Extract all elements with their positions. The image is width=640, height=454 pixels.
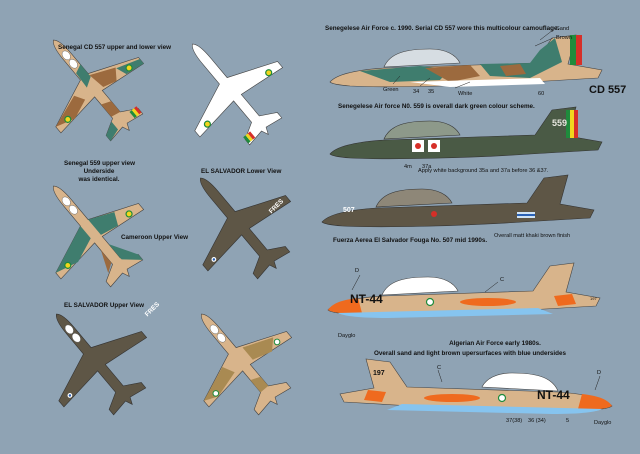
caption-senegal-559-line1: Senegal 559 upper view xyxy=(64,160,136,167)
caption-cameroon: Cameroon Upper View xyxy=(121,234,189,241)
note-white-background: Apply white background 35a and 37a befor… xyxy=(418,168,549,174)
caption-el-salvador-lower: EL SALVADOR Lower View xyxy=(201,168,282,175)
marking-nt44-bottom: NT-44 xyxy=(537,388,570,402)
caption-senegal-559-line2: Underside xyxy=(83,168,115,175)
caption-senegal-559-line3: was identical. xyxy=(78,176,120,183)
callout-37-38: 37(38) xyxy=(506,418,523,424)
marking-serial-507: 507 xyxy=(343,207,355,214)
callout-green: Green xyxy=(383,87,399,93)
profile-el-salvador-507 xyxy=(321,174,595,228)
profile-senegal-559 xyxy=(329,106,603,160)
profile-algeria-lower xyxy=(339,358,613,414)
caption-el-salvador-upper: EL SALVADOR Upper View xyxy=(64,302,145,309)
plan-view-senegal-559-upper xyxy=(11,150,172,312)
profile-algeria-upper xyxy=(327,262,601,318)
plan-view-senegal-557-lower xyxy=(150,8,311,170)
callout-37a: 37a xyxy=(422,164,432,170)
plan-view-el-salvador-lower xyxy=(158,142,319,304)
callout-36-34: 36 (34) xyxy=(528,418,546,424)
marking-197-top: 197 xyxy=(590,296,597,301)
callout-c-bottom: C xyxy=(437,365,442,371)
callout-leader-lines xyxy=(351,29,601,391)
caption-profile-557: Senegelese Air Force c. 1990. Serial CD … xyxy=(325,25,560,32)
callout-dayglo-top: Dayglo xyxy=(338,333,356,339)
callout-34: 34 xyxy=(413,89,420,95)
callout-60: 60 xyxy=(538,91,545,97)
plan-view-senegal-557-upper xyxy=(11,4,172,166)
callout-c-top: C xyxy=(500,277,505,283)
caption-profile-507: Fuerza Aerea El Salvador Fouga No. 507 m… xyxy=(333,237,488,244)
plan-view-el-salvador-upper xyxy=(14,278,175,440)
caption-algeria-line2: Overall sand and light brown upersurface… xyxy=(373,350,567,357)
callout-5: 5 xyxy=(566,418,570,424)
callout-35: 35 xyxy=(428,89,435,95)
caption-profile-559: Senegelese Air force N0. 559 is overall … xyxy=(338,103,535,110)
callout-d-top: D xyxy=(355,268,360,274)
callout-sand: Sand xyxy=(556,26,570,32)
callout-d-bottom: D xyxy=(597,370,602,376)
marking-serial-559: 559 xyxy=(552,118,568,128)
profile-senegal-557 xyxy=(329,34,603,88)
callout-4m: 4m xyxy=(404,164,412,170)
marking-nt44-top: NT-44 xyxy=(350,292,383,306)
callout-brown: Brown xyxy=(556,35,572,41)
marking-serial-cd557: CD 557 xyxy=(589,84,627,96)
note-khaki-finish: Overall matt khaki brown finish xyxy=(494,233,571,239)
plan-view-algeria-upper xyxy=(159,278,320,440)
caption-senegal-557: Senegal CD 557 upper and lower view xyxy=(58,44,172,51)
callout-dayglo-bottom: Dayglo xyxy=(594,420,612,426)
callout-white: White xyxy=(458,91,473,97)
marking-197-bottom: 197 xyxy=(373,370,385,377)
caption-algeria-line1: Algerian Air Force early 1980s. xyxy=(449,340,541,347)
